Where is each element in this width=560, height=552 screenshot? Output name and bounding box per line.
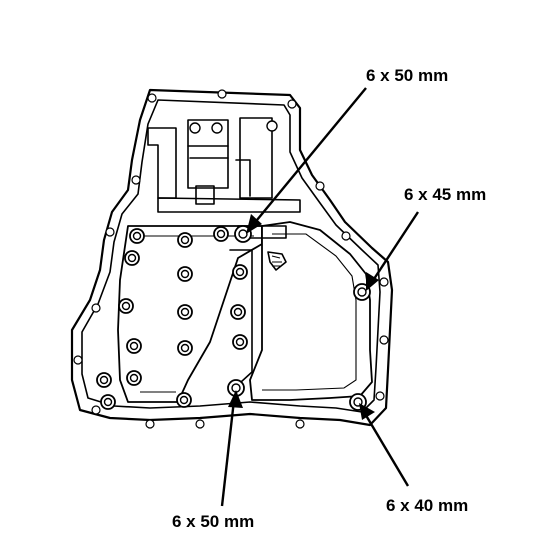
leader-top-right <box>246 87 367 234</box>
leader-right <box>366 211 420 291</box>
leader-bottom-right <box>359 403 410 487</box>
bolt-right-callout <box>353 283 371 301</box>
housing-holes <box>73 89 389 429</box>
callout-label-bottom-left: 6 x 50 mm <box>172 512 254 531</box>
callout-label-top-right: 6 x 50 mm <box>366 66 448 85</box>
pan-region <box>237 221 373 401</box>
upper-components <box>147 117 301 213</box>
callout-label-right: 6 x 45 mm <box>404 185 486 204</box>
leader-bottom-left <box>220 390 243 507</box>
callout-label-bottom-right: 6 x 40 mm <box>386 496 468 515</box>
